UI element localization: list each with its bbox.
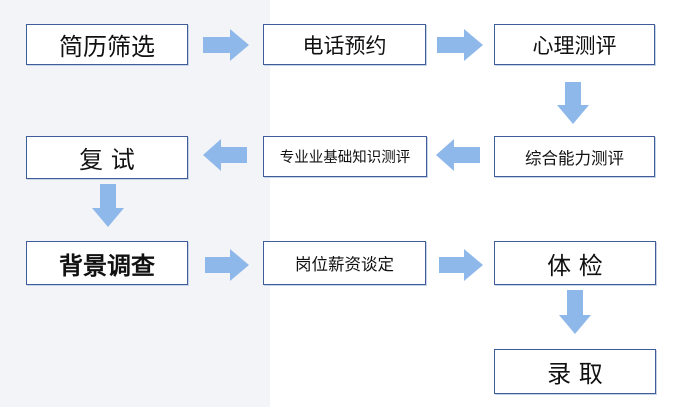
- node-second-interview: 复 试: [26, 136, 188, 179]
- node-label: 岗位薪资谈定: [295, 255, 394, 274]
- right-panel-background: [270, 0, 675, 407]
- node-label: 体 检: [547, 251, 603, 280]
- node-label: 录 取: [547, 360, 603, 388]
- node-resume-screening: 简历筛选: [26, 24, 188, 65]
- node-label: 复 试: [79, 146, 135, 174]
- node-physical-exam: 体 检: [494, 241, 656, 285]
- node-hired: 录 取: [494, 349, 656, 394]
- node-label: 背景调查: [59, 251, 155, 280]
- node-label: 电话预约: [302, 33, 387, 58]
- node-psych-test: 心理测评: [494, 24, 655, 65]
- node-label: 心理测评: [532, 33, 617, 58]
- node-label: 专业业基础知识测评: [279, 150, 411, 166]
- node-background-check: 背景调查: [26, 241, 188, 285]
- node-comprehensive-test: 综合能力测评: [494, 136, 655, 177]
- node-phone-appointment: 电话预约: [263, 24, 426, 65]
- node-label: 简历筛选: [59, 33, 155, 61]
- node-salary-talk: 岗位薪资谈定: [263, 241, 426, 285]
- node-professional-test: 专业业基础知识测评: [263, 136, 427, 177]
- node-label: 综合能力测评: [525, 148, 624, 168]
